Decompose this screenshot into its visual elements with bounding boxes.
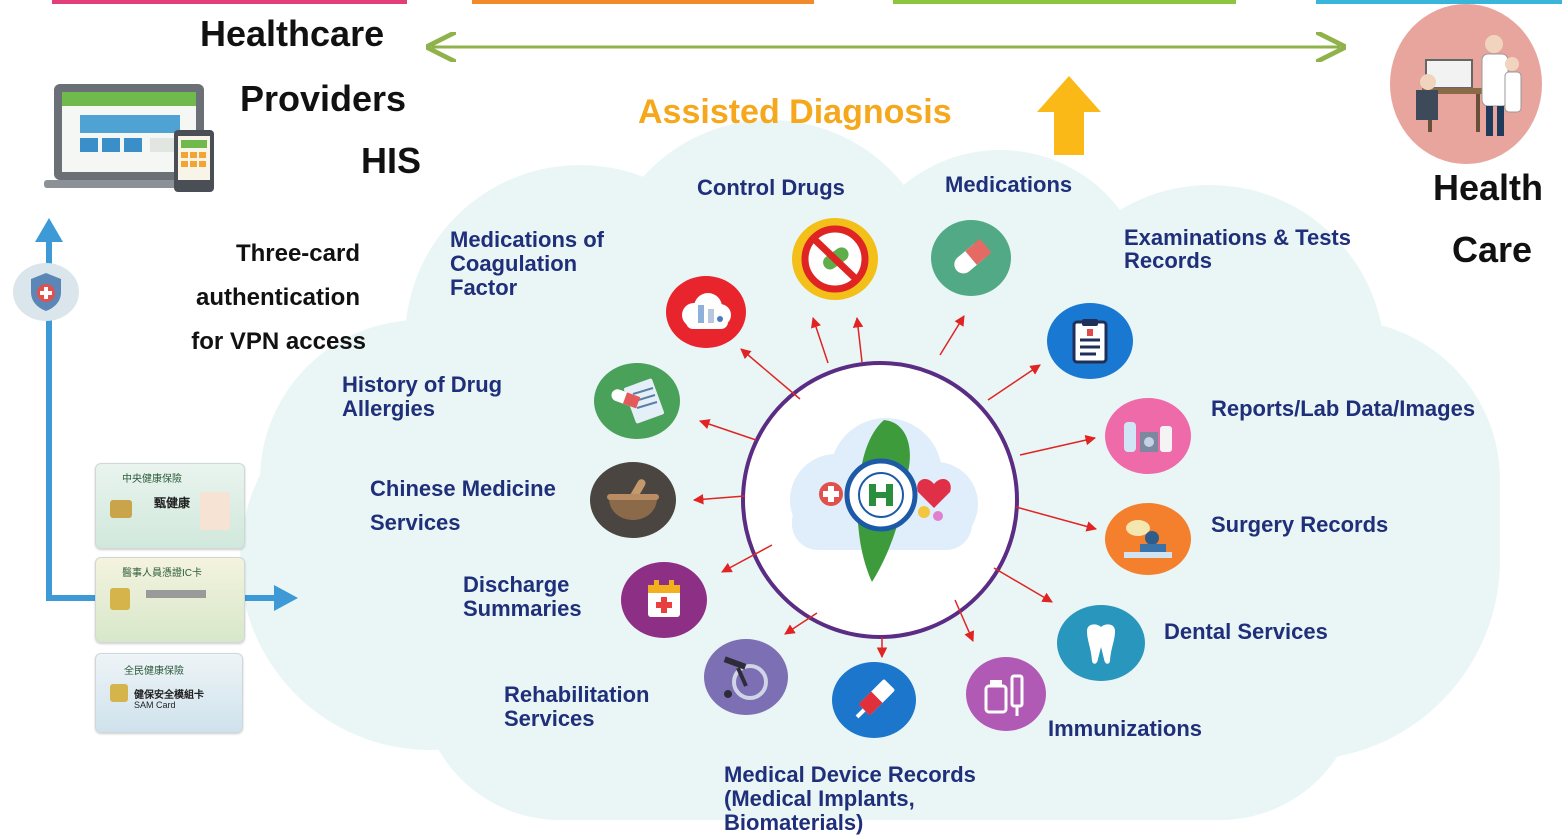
- providers-line2: Providers: [240, 78, 407, 119]
- nhi-card-name: 甄健康: [154, 496, 191, 510]
- auth-line3: for VPN access: [191, 328, 366, 355]
- auth-line1: Three-card: [235, 240, 360, 267]
- card-chip-icon: [110, 500, 132, 518]
- medications-icon: [931, 220, 1011, 296]
- top-bar-pink: [52, 0, 407, 4]
- reports-lab-icon: [1105, 398, 1191, 474]
- assisted-diagnosis-label: Assisted Diagnosis: [638, 93, 952, 131]
- medical-staff-card: 醫事人員憑證IC卡: [95, 557, 245, 643]
- card-chip-icon: [110, 588, 130, 610]
- sam-card-sub: 健保安全模組卡: [134, 690, 204, 701]
- nhi-card: 中央健康保險 甄健康: [95, 463, 245, 549]
- label-rehab: Rehabilitation Services: [504, 682, 650, 731]
- surgery-records-icon: [1105, 503, 1191, 575]
- auth-line2: authentication: [195, 284, 360, 311]
- top-bar-cyan: [1316, 0, 1562, 4]
- label-discharge: Discharge Summaries: [463, 572, 582, 621]
- label-medications: Medications: [945, 172, 1073, 197]
- tooth-icon: [1057, 605, 1145, 681]
- card-photo: [200, 492, 230, 530]
- label-coagulation: Medications of Coagulation Factor: [450, 227, 605, 300]
- label-reports: Reports/Lab Data/Images: [1211, 396, 1476, 421]
- providers-line3: HIS: [361, 140, 422, 181]
- top-bar-orange: [472, 0, 814, 4]
- sam-card-en: SAM Card: [134, 700, 176, 710]
- label-surgery: Surgery Records: [1211, 512, 1389, 537]
- medical-device-icon: [832, 662, 916, 738]
- wheelchair-icon: [704, 639, 788, 715]
- control-drugs-icon: [792, 218, 878, 300]
- label-dental: Dental Services: [1164, 619, 1328, 644]
- health-care-line2: Care: [1452, 229, 1533, 270]
- label-exams: Examinations & Tests Records: [1124, 225, 1351, 273]
- label-control-drugs: Control Drugs: [697, 175, 845, 200]
- up-arrow-icon: [1037, 76, 1101, 155]
- health-care-line1: Health: [1433, 167, 1544, 208]
- mortar-pestle-icon: [590, 462, 676, 538]
- label-device: Medical Device Records (Medical Implants…: [724, 762, 976, 835]
- sam-card-title: 全民健康保險: [124, 666, 184, 677]
- computer-tablet-icon: [44, 84, 214, 192]
- exams-records-icon: [1047, 303, 1133, 379]
- drug-allergies-icon: [594, 363, 680, 439]
- doctor-patient-icon: [1390, 4, 1542, 164]
- staff-card-title: 醫事人員憑證IC卡: [122, 568, 202, 579]
- coagulation-factor-icon: [666, 276, 746, 348]
- nhi-taiwan-cloud-icon: [790, 418, 978, 582]
- label-allergies: History of Drug Allergies: [342, 372, 503, 421]
- card-stripe: [146, 590, 206, 598]
- label-immunizations: Immunizations: [1048, 716, 1203, 741]
- top-bar-green: [893, 0, 1236, 4]
- label-chinese: Chinese Medicine Services: [370, 476, 556, 535]
- discharge-summaries-icon: [621, 562, 707, 638]
- providers-line1: Healthcare: [200, 13, 385, 54]
- card-chip-icon: [110, 684, 128, 702]
- nhi-card-title: 中央健康保險: [122, 474, 182, 485]
- sam-card: 全民健康保險 健保安全模組卡 SAM Card: [95, 653, 243, 733]
- shield-plus-icon: [13, 263, 79, 321]
- hub-cloud: [776, 400, 986, 590]
- immunizations-icon: [966, 657, 1046, 731]
- spokes: [692, 315, 1098, 659]
